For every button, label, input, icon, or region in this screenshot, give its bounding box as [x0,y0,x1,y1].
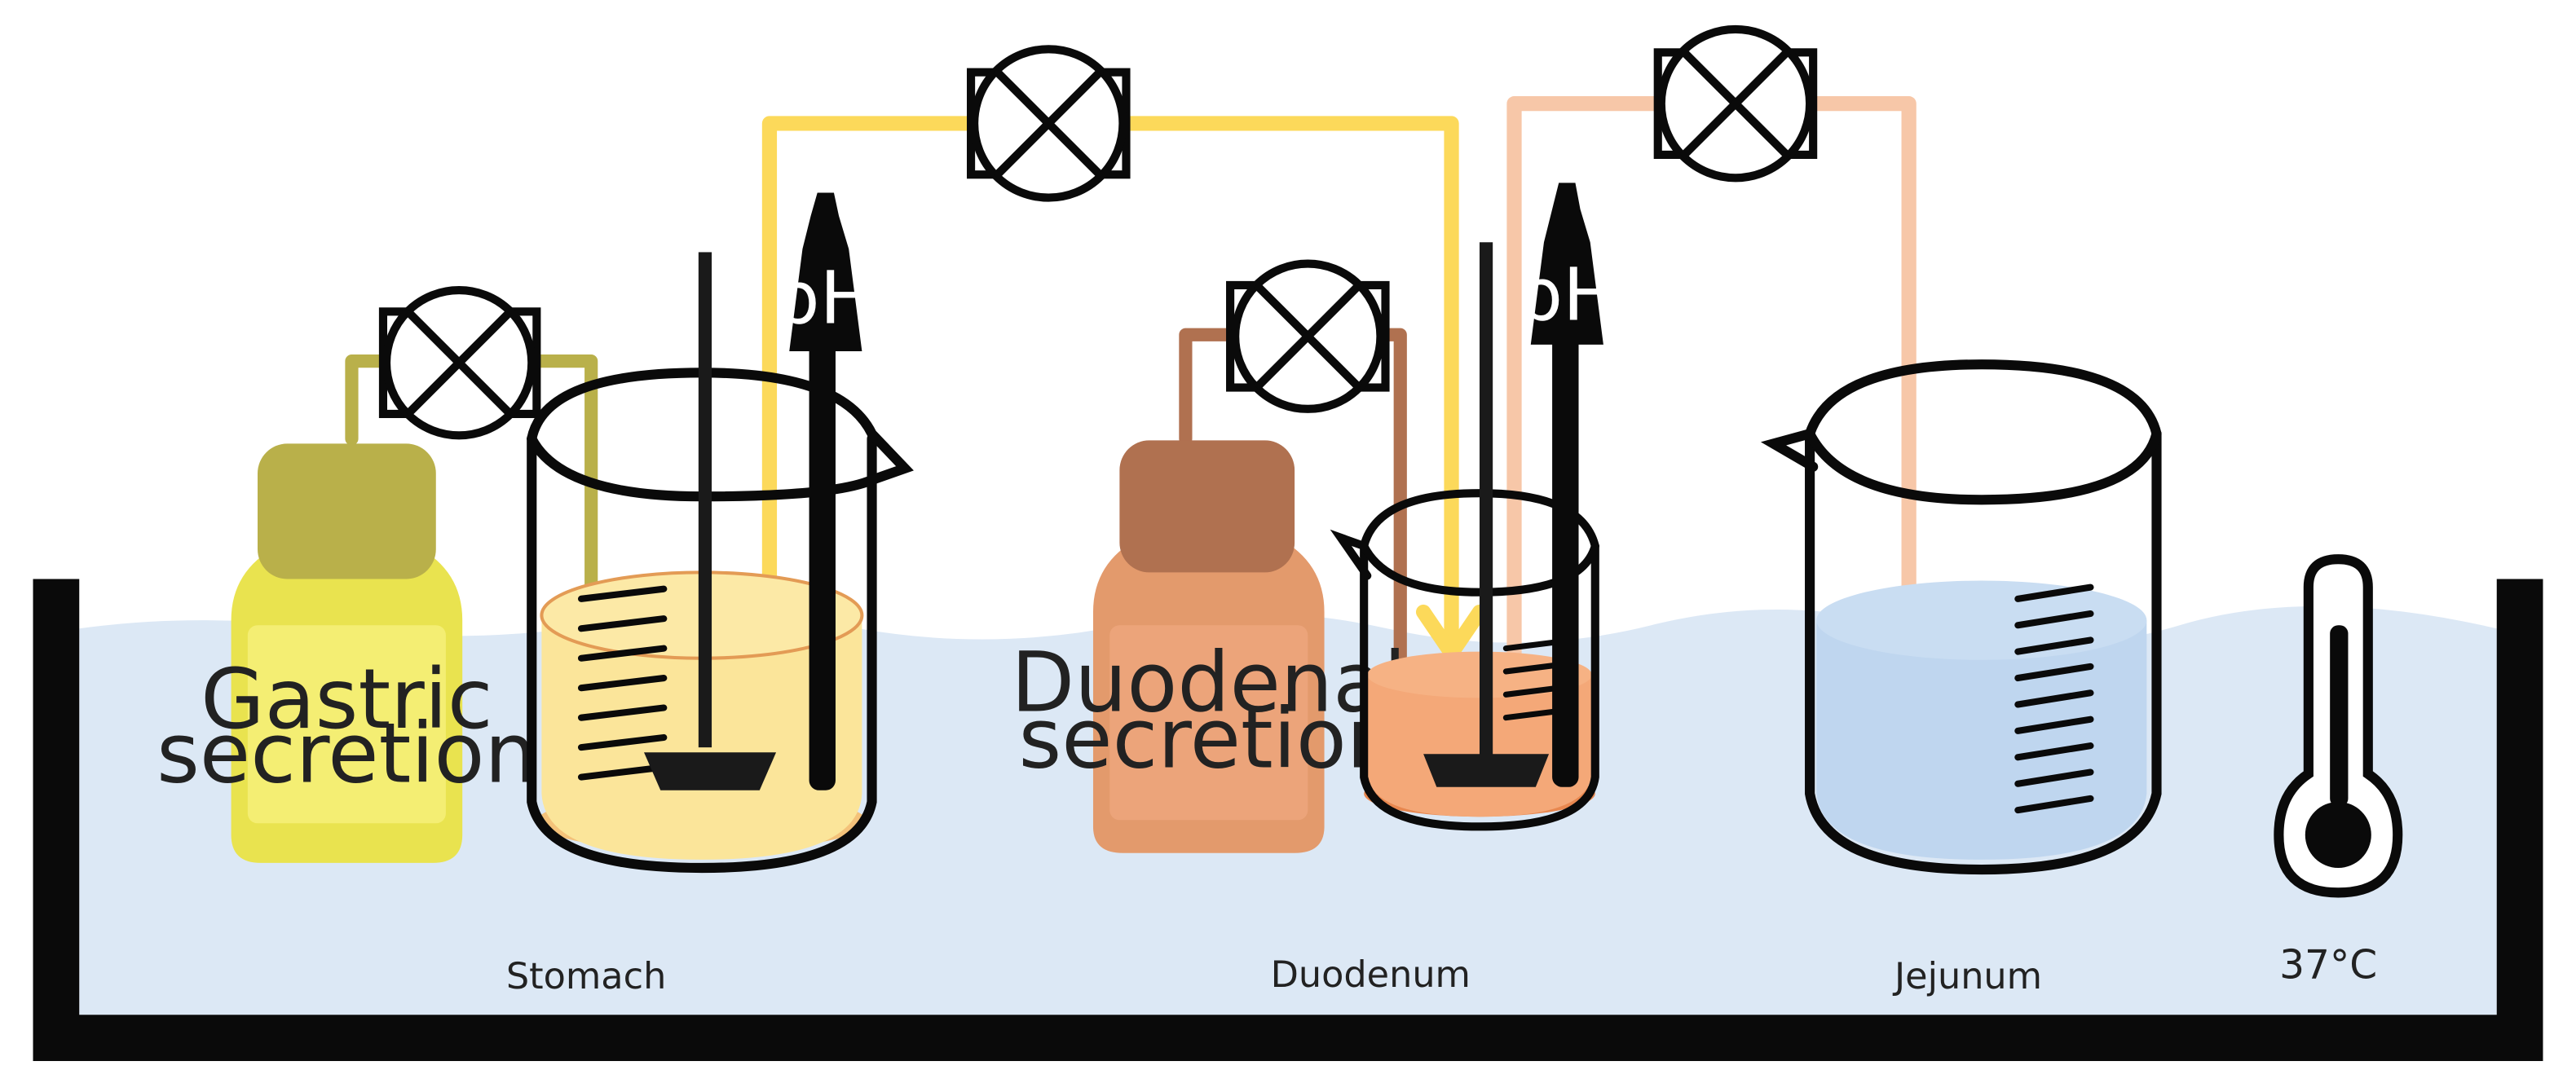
duodenal-secretion-bottle: Duodenal secretion [1011,440,1406,853]
pump-valve-icon [967,45,1131,202]
jejunum-beaker [1760,359,2162,875]
jejunum-graduations [2014,583,2094,814]
duodenum-beaker: pH [1330,183,1618,831]
ph-probe-icon: pH [774,192,875,790]
duodenal-bottle-label-line1: Duodenal [1011,635,1406,731]
gastric-secretion-bottle: Gastric secretion [157,443,537,863]
stirrer-icon [1423,242,1550,787]
duodenum-ph-label: pH [1517,253,1618,337]
duodenum-label: Duodenum [1271,953,1471,996]
stomach-label: Stomach [506,955,666,997]
pump-valve-icon [378,285,541,440]
thermometer-icon [2274,554,2403,898]
duodenum-graduations [1502,638,1562,721]
jejunum-label: Jejunum [1892,955,2042,997]
pump-valve-icon [1653,24,1818,183]
stomach-graduations [577,585,668,781]
duodenal-bottle-label-line2: secretion [1019,690,1399,786]
pump-valve-icon [1226,259,1390,413]
temperature-label: 37°C [2279,943,2377,989]
gastric-bottle-label-line1: Gastric [201,651,492,747]
stirrer-icon [644,252,777,790]
stomach-ph-label: pH [774,257,875,341]
gastric-bottle-label-line2: secretion [157,706,536,802]
stomach-beaker: pH [527,192,914,874]
ph-probe-icon: pH [1517,183,1618,787]
